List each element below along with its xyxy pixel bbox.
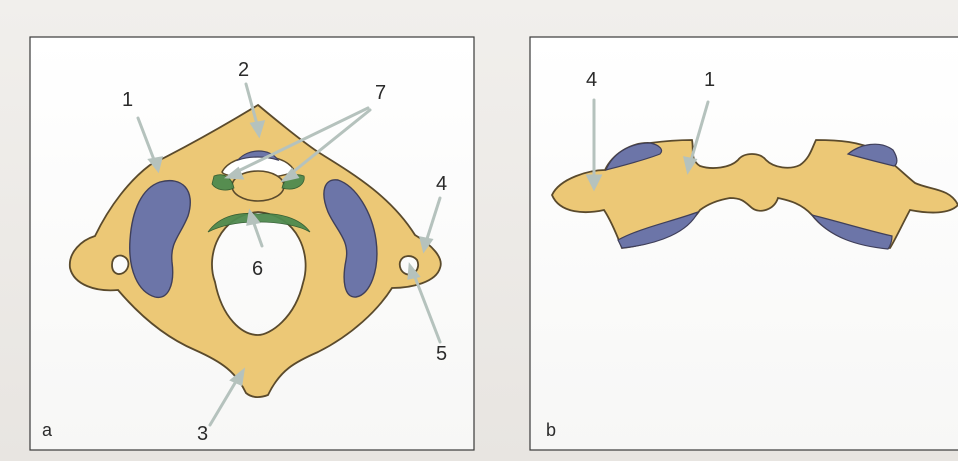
label-1: 1	[122, 89, 133, 111]
label-b-4: 4	[586, 69, 597, 91]
label-5: 5	[436, 343, 447, 365]
panel-b: 4 1 b	[530, 37, 958, 450]
label-7: 7	[375, 82, 386, 104]
panel-a-letter: a	[42, 420, 53, 440]
panel-b-letter: b	[546, 420, 556, 440]
label-2: 2	[238, 59, 249, 81]
label-4: 4	[436, 173, 447, 195]
label-6: 6	[252, 258, 263, 280]
label-3: 3	[197, 423, 208, 445]
label-b-1: 1	[704, 69, 715, 91]
panel-a: 1 2 7 4 6 5 3 a	[30, 37, 474, 450]
